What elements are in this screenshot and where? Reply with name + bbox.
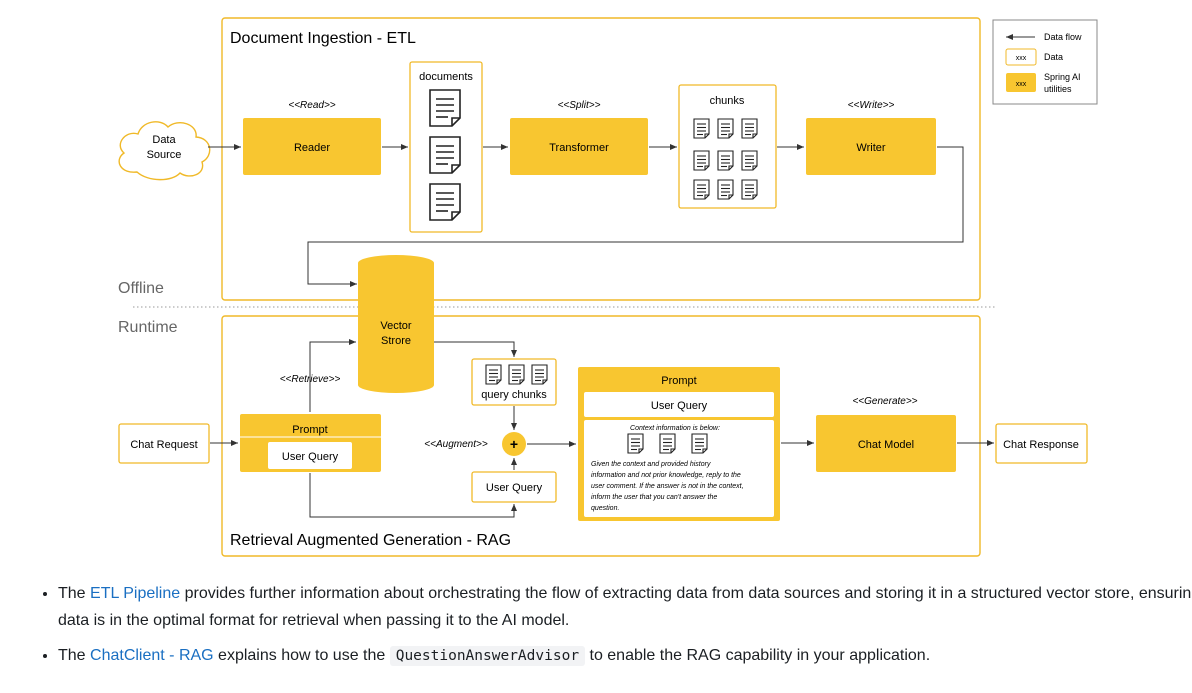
document-icon: [429, 183, 461, 221]
generate-stereotype: <<Generate>>: [852, 396, 917, 407]
transformer-label: Transformer: [549, 142, 609, 154]
note-text: to enable the RAG capability in your app…: [585, 647, 931, 664]
data-source-label-line1: Data: [152, 134, 176, 146]
chunks-box: [678, 84, 777, 209]
chunk-icon: [693, 179, 710, 200]
rag-architecture-diagram: Data flow xxx Data xxx Spring AI utiliti…: [118, 17, 1098, 557]
instruction-line-3: user comment. If the answer is not in th…: [591, 483, 744, 490]
chunk-icon: [508, 364, 525, 385]
augmented-prompt-title: Prompt: [661, 375, 696, 387]
legend-data-flow: Data flow: [1044, 32, 1082, 42]
instruction-line-1: Given the context and provided history: [591, 461, 711, 468]
user-query-box: [471, 471, 557, 503]
augmented-prompt-user-query-box: [584, 392, 774, 417]
reader-box: [243, 118, 381, 175]
chunk-icon: [627, 433, 644, 454]
chunk-icon: [741, 179, 758, 200]
etl-section-title: Document Ingestion - ETL: [230, 30, 416, 47]
list-item: The ETL Pipeline provides further inform…: [58, 580, 1192, 634]
chunk-icon: [691, 433, 708, 454]
notes-list: The ETL Pipeline provides further inform…: [38, 580, 1192, 678]
chunk-icon: [693, 118, 710, 139]
augmented-prompt-user-query: User Query: [651, 400, 708, 412]
document-icon: [429, 136, 461, 174]
augment-plus-sign: +: [510, 436, 518, 452]
prompt-user-query: User Query: [282, 451, 339, 463]
chat-response-label: Chat Response: [1003, 439, 1079, 451]
chunk-icon: [741, 118, 758, 139]
note-text: explains how to use the: [213, 647, 390, 664]
etl-flow-arrows: [208, 144, 964, 287]
instruction-line-2: information and not prior knowledge, rep…: [591, 472, 741, 479]
legend-utilities-line2: utilities: [1044, 84, 1072, 94]
vector-store: Vector Strore: [358, 255, 434, 393]
etl-pipeline-link[interactable]: ETL Pipeline: [90, 585, 181, 602]
augment-stereotype: <<Augment>>: [424, 439, 488, 450]
query-chunks-label: query chunks: [481, 389, 547, 401]
transformer-box: [510, 118, 648, 175]
chat-request-box: [118, 423, 210, 464]
runtime-label: Runtime: [118, 319, 178, 336]
rag-section-title: Retrieval Augmented Generation - RAG: [230, 532, 511, 549]
rag-flow-arrows: [210, 339, 994, 518]
data-source-cloud: Data Source: [118, 121, 211, 181]
user-query-label: User Query: [486, 482, 543, 494]
chatclient-rag-link[interactable]: ChatClient - RAG: [90, 647, 214, 664]
documents-label: documents: [419, 71, 473, 83]
chunk-icon: [741, 150, 758, 171]
chunk-icon: [693, 150, 710, 171]
vector-store-label-line1: Vector: [380, 320, 412, 332]
chunk-icon: [717, 118, 734, 139]
context-box: [584, 420, 774, 517]
reader-label: Reader: [294, 142, 330, 154]
chat-model-box: [816, 415, 956, 472]
etl-section: [221, 17, 981, 301]
prompt-user-query-box: [268, 442, 352, 469]
legend: Data flow xxx Data xxx Spring AI utiliti…: [992, 19, 1098, 105]
chunk-icon: [531, 364, 548, 385]
legend-data-swatch: [1005, 48, 1037, 66]
legend-utilities-line1: Spring AI: [1044, 72, 1081, 82]
list-item: The ChatClient - RAG explains how to use…: [58, 642, 1192, 670]
chat-model-label: Chat Model: [858, 439, 914, 451]
note-text: provides further information about orche…: [58, 585, 1192, 629]
legend-data-swatch-label: xxx: [1016, 55, 1027, 62]
context-label: Context information is below:: [630, 425, 720, 432]
prompt-title: Prompt: [292, 424, 327, 436]
chat-response-box: [995, 423, 1088, 464]
writer-label: Writer: [856, 142, 885, 154]
augment-plus-icon: [502, 432, 526, 456]
note-text: The: [58, 647, 91, 664]
vector-store-label-line2: Strore: [381, 335, 411, 347]
chunk-icon: [717, 179, 734, 200]
data-source-label-line2: Source: [147, 149, 182, 161]
instruction-line-5: question.: [591, 505, 619, 512]
question-answer-advisor-code: QuestionAnswerAdvisor: [389, 646, 586, 666]
legend-utility-swatch-label: xxx: [1016, 81, 1027, 88]
document-icon: [429, 89, 461, 127]
split-stereotype: <<Split>>: [558, 100, 601, 111]
instruction-line-4: inform the user that you can't answer th…: [591, 494, 717, 501]
read-stereotype: <<Read>>: [288, 100, 335, 111]
chunks-label: chunks: [710, 95, 745, 107]
chunk-icon: [717, 150, 734, 171]
rag-section: [221, 315, 981, 557]
legend-utility-swatch: [1006, 73, 1036, 92]
offline-label: Offline: [118, 280, 164, 297]
legend-data: Data: [1044, 52, 1063, 62]
chunk-icon: [485, 364, 502, 385]
writer-box: [806, 118, 936, 175]
note-text: The: [58, 585, 91, 602]
write-stereotype: <<Write>>: [848, 100, 895, 111]
chunk-icon: [659, 433, 676, 454]
chat-request-label: Chat Request: [130, 439, 197, 451]
